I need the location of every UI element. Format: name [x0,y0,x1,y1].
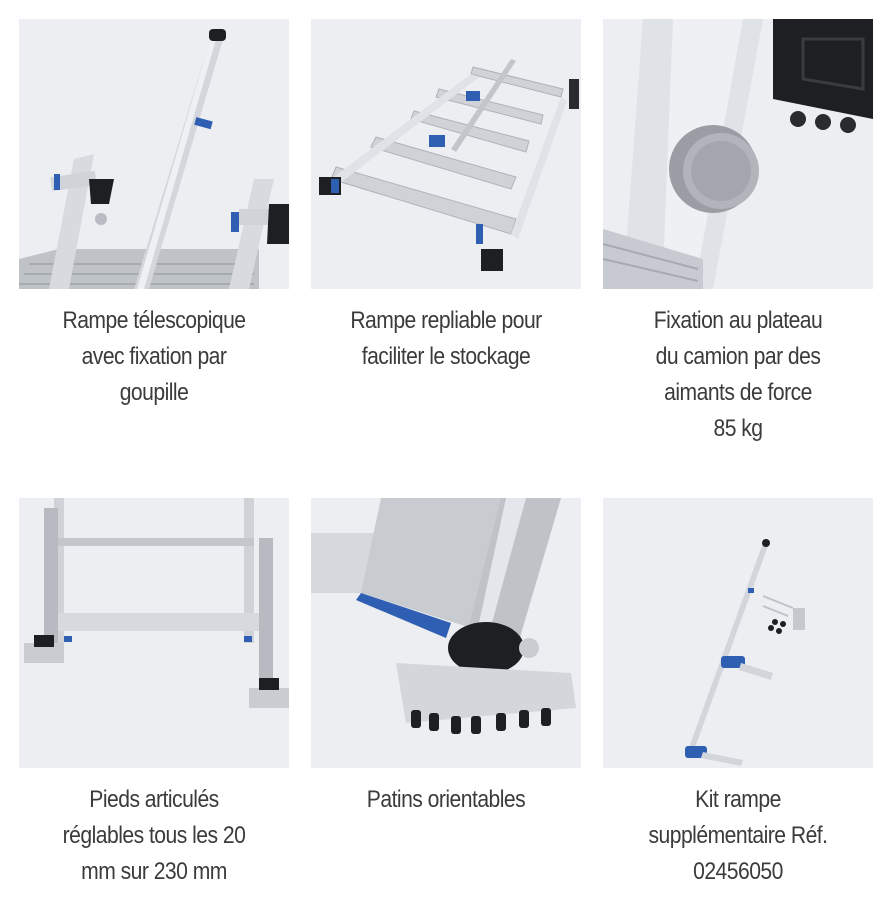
feature-card-telescopic-rail: Rampe télescopique avec fixation par gou… [19,19,289,411]
telescopic-rail-image [19,19,289,289]
swivel-pads-image [311,498,581,768]
feature-caption: Rampe repliable pour faciliter le stocka… [350,307,542,370]
foldable-rail-image [311,19,581,289]
feature-card-foldable-rail: Rampe repliable pour faciliter le stocka… [311,19,581,375]
feature-card-adjustable-feet: Pieds articulés réglables tous les 20 mm… [19,498,289,890]
feature-caption: Pieds articulés réglables tous les 20 mm… [62,786,246,885]
feature-caption: Rampe télescopique avec fixation par gou… [62,307,246,406]
feature-caption: Fixation au plateau du camion par des ai… [653,307,823,442]
extra-rail-kit-image [603,498,873,768]
magnet-fixation-image [603,19,873,289]
feature-card-swivel-pads: Patins orientables [311,498,581,818]
feature-card-magnet-fixation: Fixation au plateau du camion par des ai… [603,19,873,447]
adjustable-feet-image [19,498,289,768]
feature-caption: Patins orientables [366,786,526,813]
feature-card-extra-rail-kit: Kit rampe supplémentaire Réf. 02456050 [603,498,873,890]
feature-caption: Kit rampe supplémentaire Réf. 02456050 [648,786,829,885]
